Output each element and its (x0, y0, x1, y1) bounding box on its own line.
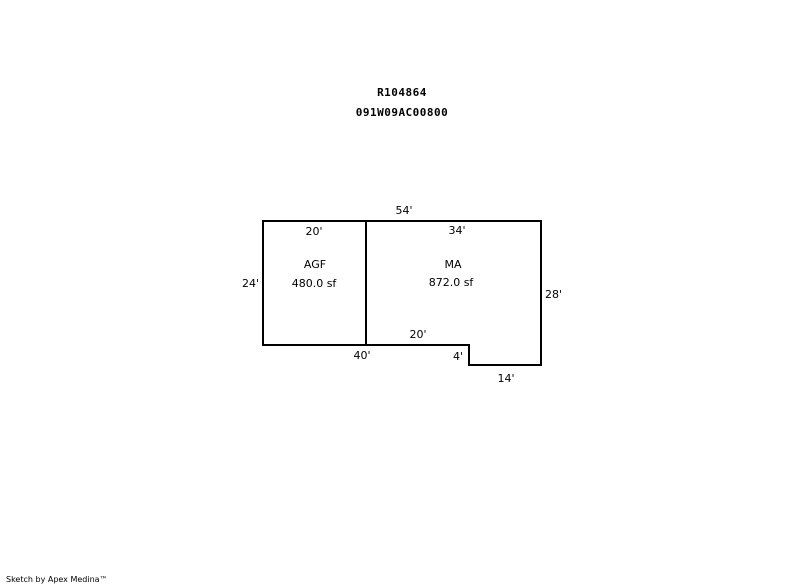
map-number: 091W09AC00800 (355, 106, 449, 119)
agf-area: 480.0 sf (291, 277, 337, 290)
dim-bottom-left: 40' (353, 349, 371, 362)
ma-label: MA (444, 258, 462, 271)
dim-step-height: 4' (453, 350, 464, 363)
dim-bottom-right: 14' (497, 372, 515, 385)
dim-top-total: 54' (395, 204, 413, 217)
sketch-credit: Sketch by Apex Medina™ (6, 575, 108, 584)
dim-ma-top: 34' (448, 224, 466, 237)
dim-left-side: 24' (242, 277, 260, 290)
ma-outline (365, 220, 542, 366)
dim-agf-top: 20' (305, 225, 323, 238)
agf-label: AGF (303, 258, 327, 271)
dim-right-side: 28' (545, 288, 563, 301)
parcel-id: R104864 (377, 86, 427, 99)
dim-inner-step: 20' (409, 328, 427, 341)
ma-area: 872.0 sf (428, 276, 474, 289)
